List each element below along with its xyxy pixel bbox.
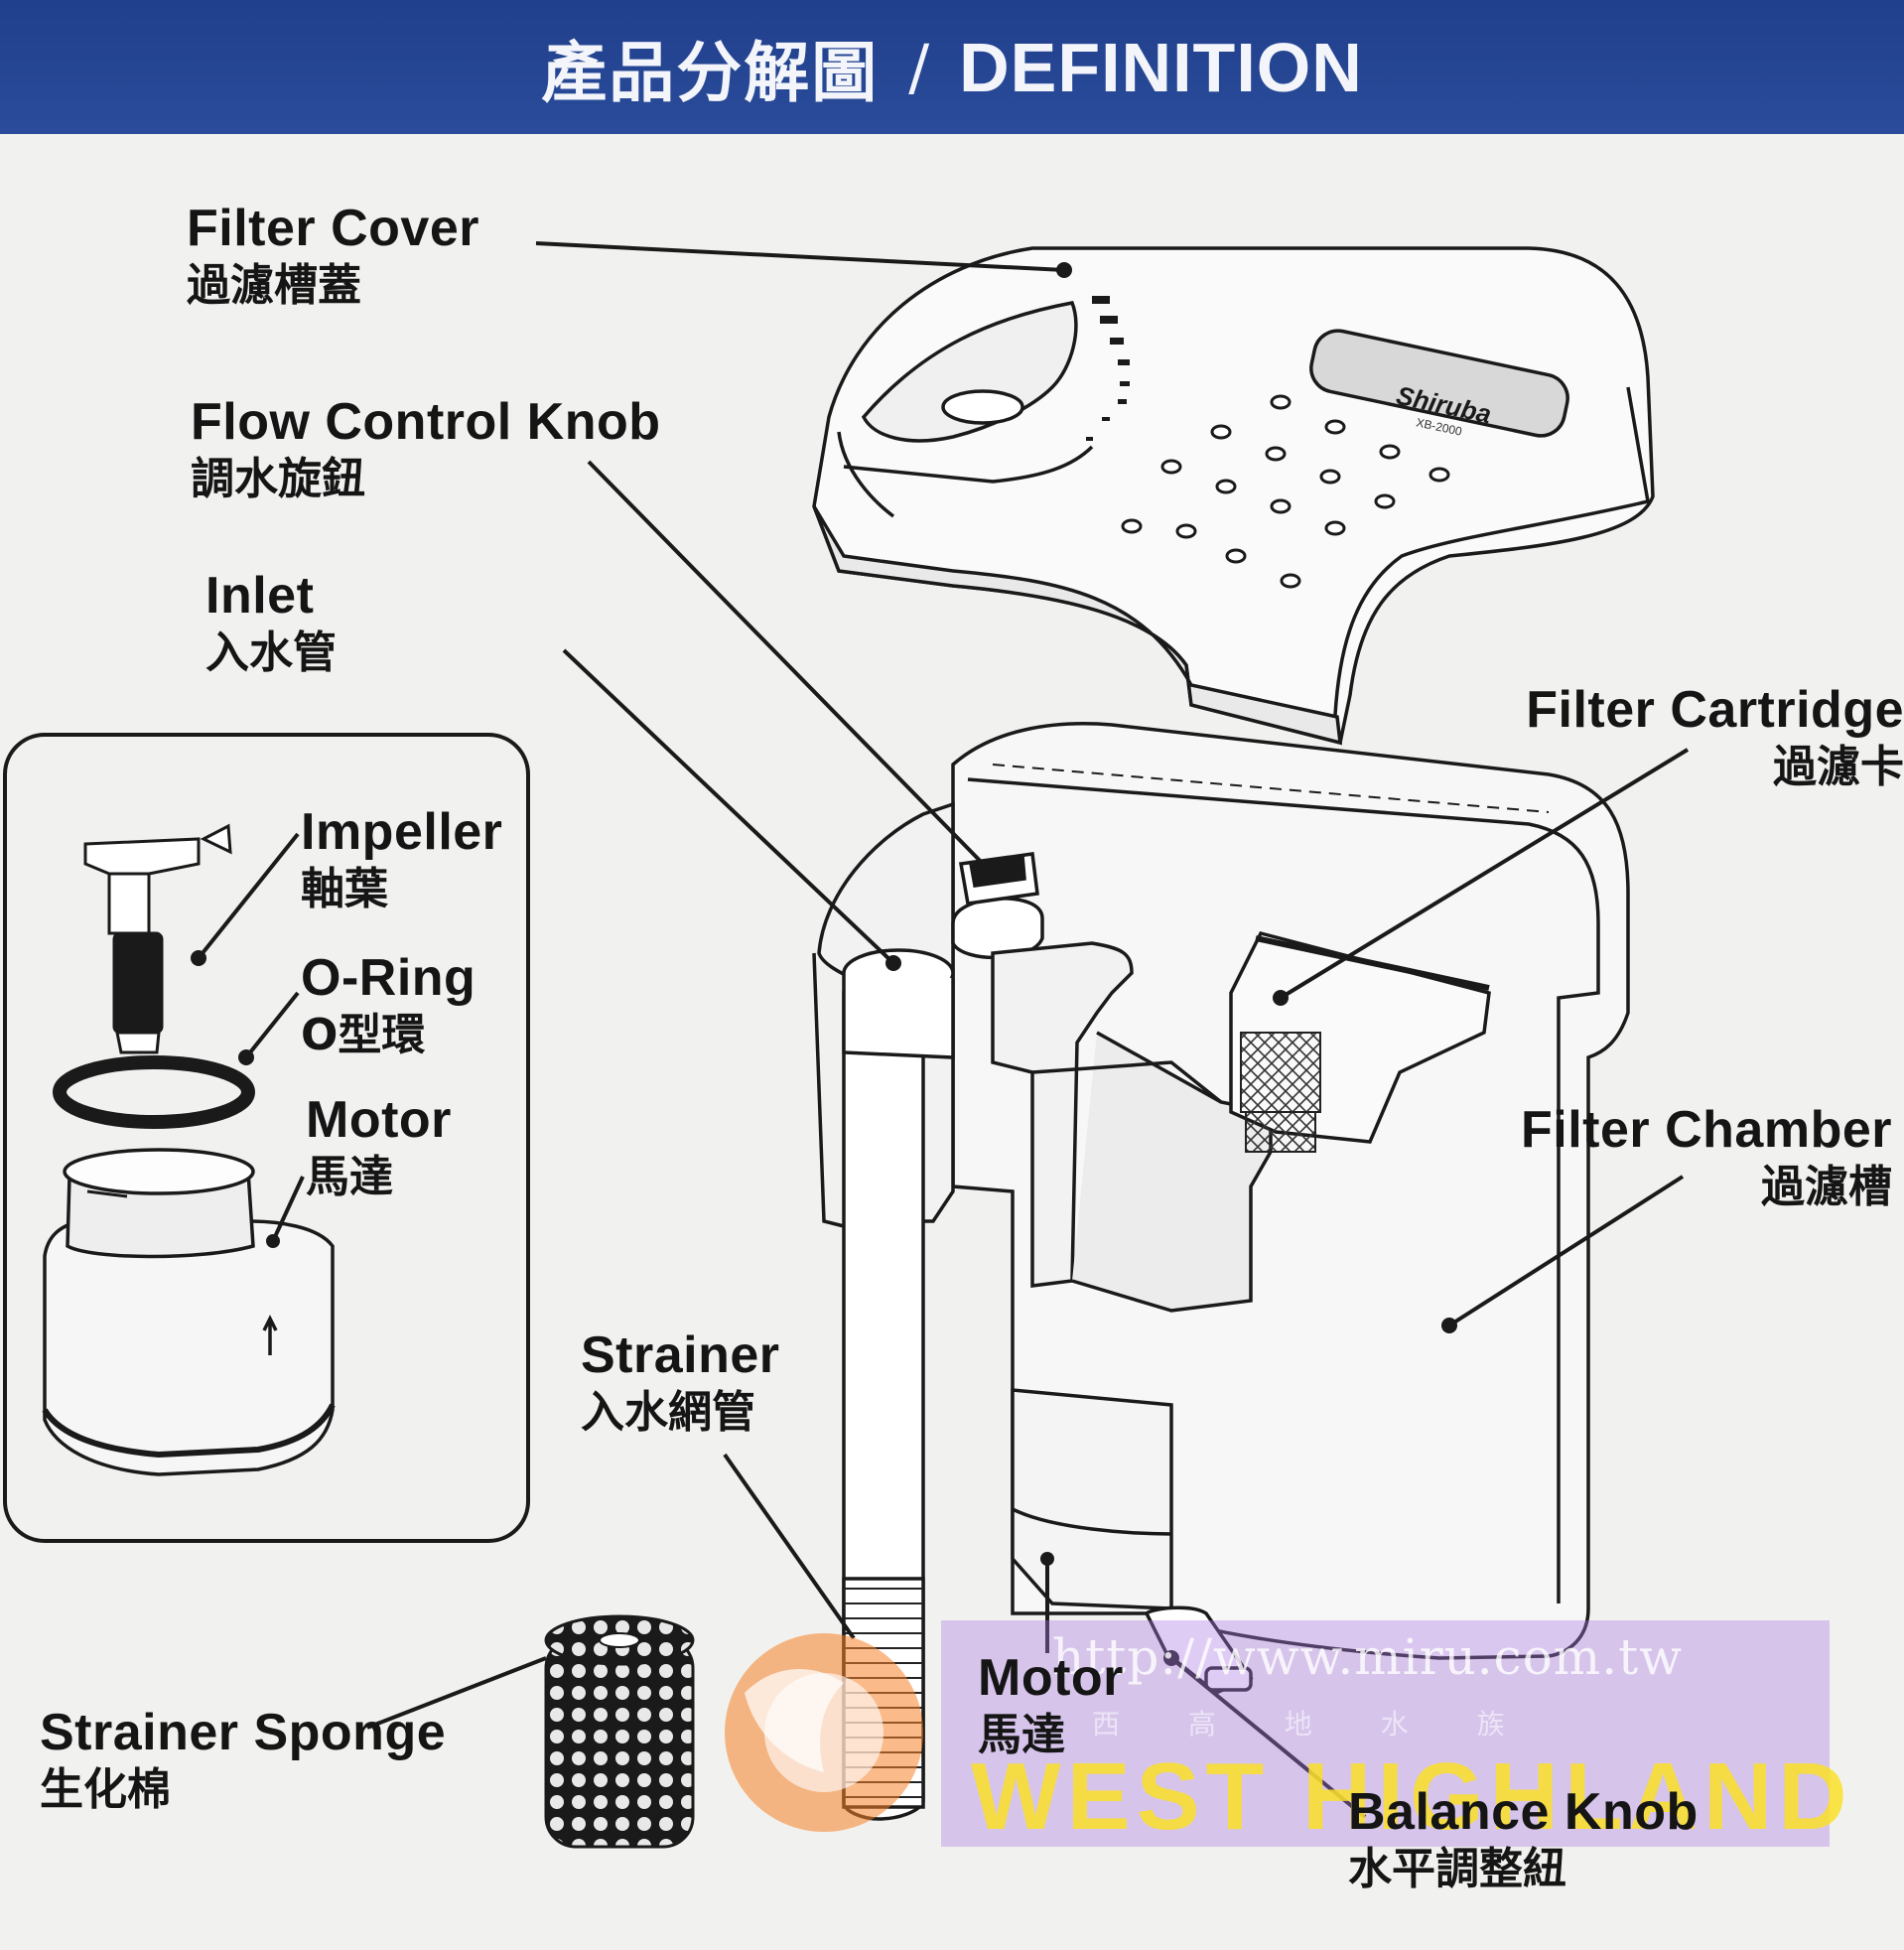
leader-filter-cartridge-dot <box>1273 990 1289 1006</box>
label-flow-control-knob: Flow Control Knob 調水旋鈕 <box>191 392 661 507</box>
label-filter-cartridge-en: Filter Cartridge <box>1526 681 1904 739</box>
leader-impeller-dot <box>191 950 206 966</box>
watermark-url: http://www.miru.com.tw <box>1052 1628 1683 1686</box>
label-impeller-zh: 軸葉 <box>301 864 388 914</box>
leader-flow-knob <box>587 460 995 876</box>
leader-inlet <box>562 648 895 965</box>
leader-inlet-dot <box>885 955 901 971</box>
label-impeller-en: Impeller <box>301 803 503 861</box>
label-motor-assembly: Motor 馬達 <box>978 1648 1124 1763</box>
leader-filter-cover-dot <box>1056 262 1072 278</box>
leader-motor-assembly-dot <box>1040 1552 1054 1566</box>
header-bar: 產品分解圖 / DEFINITION <box>0 0 1904 134</box>
leader-motor-inset-dot <box>266 1234 280 1248</box>
header-title-zh: 產品分解圖 <box>541 34 880 111</box>
o-ring-drawing <box>53 1055 255 1129</box>
watermark-subtitle: 西 高 地 水 族 <box>1092 1708 1535 1741</box>
impeller-drawing <box>83 823 232 1054</box>
label-strainer-sponge-zh: 生化棉 <box>40 1764 171 1815</box>
watermark-band <box>941 1620 1830 1847</box>
filter-cover-drawing <box>812 246 1655 746</box>
label-motor-inset-en: Motor <box>306 1091 452 1149</box>
label-flow-control-knob-en: Flow Control Knob <box>191 393 661 451</box>
label-filter-chamber-zh: 過濾槽 <box>1761 1162 1892 1212</box>
label-inlet: Inlet 入水管 <box>205 566 337 681</box>
label-filter-cartridge: Filter Cartridge 過濾卡 <box>1526 680 1904 795</box>
label-motor-inset: Motor 馬達 <box>306 1090 452 1205</box>
leader-o-ring <box>244 991 300 1059</box>
label-flow-control-knob-zh: 調水旋鈕 <box>191 454 365 504</box>
label-impeller: Impeller 軸葉 <box>301 802 502 917</box>
leader-filter-chamber-dot <box>1441 1318 1457 1333</box>
leader-impeller <box>197 832 300 960</box>
detail-inset-frame <box>3 733 530 1543</box>
label-strainer-sponge-en: Strainer Sponge <box>40 1704 447 1761</box>
label-inlet-en: Inlet <box>205 567 315 625</box>
leader-strainer <box>723 1453 856 1640</box>
leader-motor-inset <box>271 1176 305 1242</box>
header-separator: / <box>908 31 930 103</box>
label-motor-inset-zh: 馬達 <box>306 1152 393 1202</box>
motor-inset-drawing <box>42 1148 336 1476</box>
leader-strainer-sponge <box>366 1656 547 1730</box>
label-filter-chamber-en: Filter Chamber <box>1521 1101 1892 1159</box>
leader-balance-knob <box>1169 1656 1367 1819</box>
leader-filter-chamber <box>1447 1175 1685 1327</box>
label-filter-chamber: Filter Chamber 過濾槽 <box>1521 1100 1892 1215</box>
leader-lines <box>191 241 1690 1819</box>
label-o-ring: O-Ring O型環 <box>301 948 476 1063</box>
label-filter-cover: Filter Cover 過濾槽蓋 <box>187 199 479 314</box>
label-balance-knob-en: Balance Knob <box>1348 1783 1699 1841</box>
watermark-brand: WEST HIGHLAND <box>971 1743 1853 1850</box>
label-filter-cartridge-zh: 過濾卡 <box>1773 742 1904 792</box>
label-o-ring-zh: O型環 <box>301 1010 426 1060</box>
label-strainer: Strainer 入水網管 <box>581 1325 780 1441</box>
label-strainer-sponge: Strainer Sponge 生化棉 <box>40 1703 446 1818</box>
leader-filter-cover <box>535 241 1065 272</box>
label-motor-assembly-zh: 馬達 <box>978 1710 1065 1760</box>
leader-filter-cartridge <box>1279 748 1690 1000</box>
strainer-sponge-drawing <box>544 1614 695 1849</box>
label-o-ring-en: O-Ring <box>301 949 476 1007</box>
watermark-logo <box>725 1633 923 1832</box>
label-filter-cover-zh: 過濾槽蓋 <box>187 260 361 311</box>
leader-balance-knob-dot <box>1163 1650 1179 1666</box>
label-strainer-zh: 入水網管 <box>581 1387 755 1438</box>
label-motor-assembly-en: Motor <box>978 1649 1124 1707</box>
label-inlet-zh: 入水管 <box>205 627 337 678</box>
label-filter-cover-en: Filter Cover <box>187 200 479 257</box>
label-balance-knob: Balance Knob 水平調整紐 <box>1348 1782 1699 1897</box>
label-balance-knob-zh: 水平調整紐 <box>1348 1844 1566 1894</box>
label-strainer-en: Strainer <box>581 1326 780 1384</box>
filter-body-drawing <box>812 722 1630 1821</box>
header-title-en: DEFINITION <box>959 28 1363 106</box>
leader-o-ring-dot <box>238 1049 254 1065</box>
